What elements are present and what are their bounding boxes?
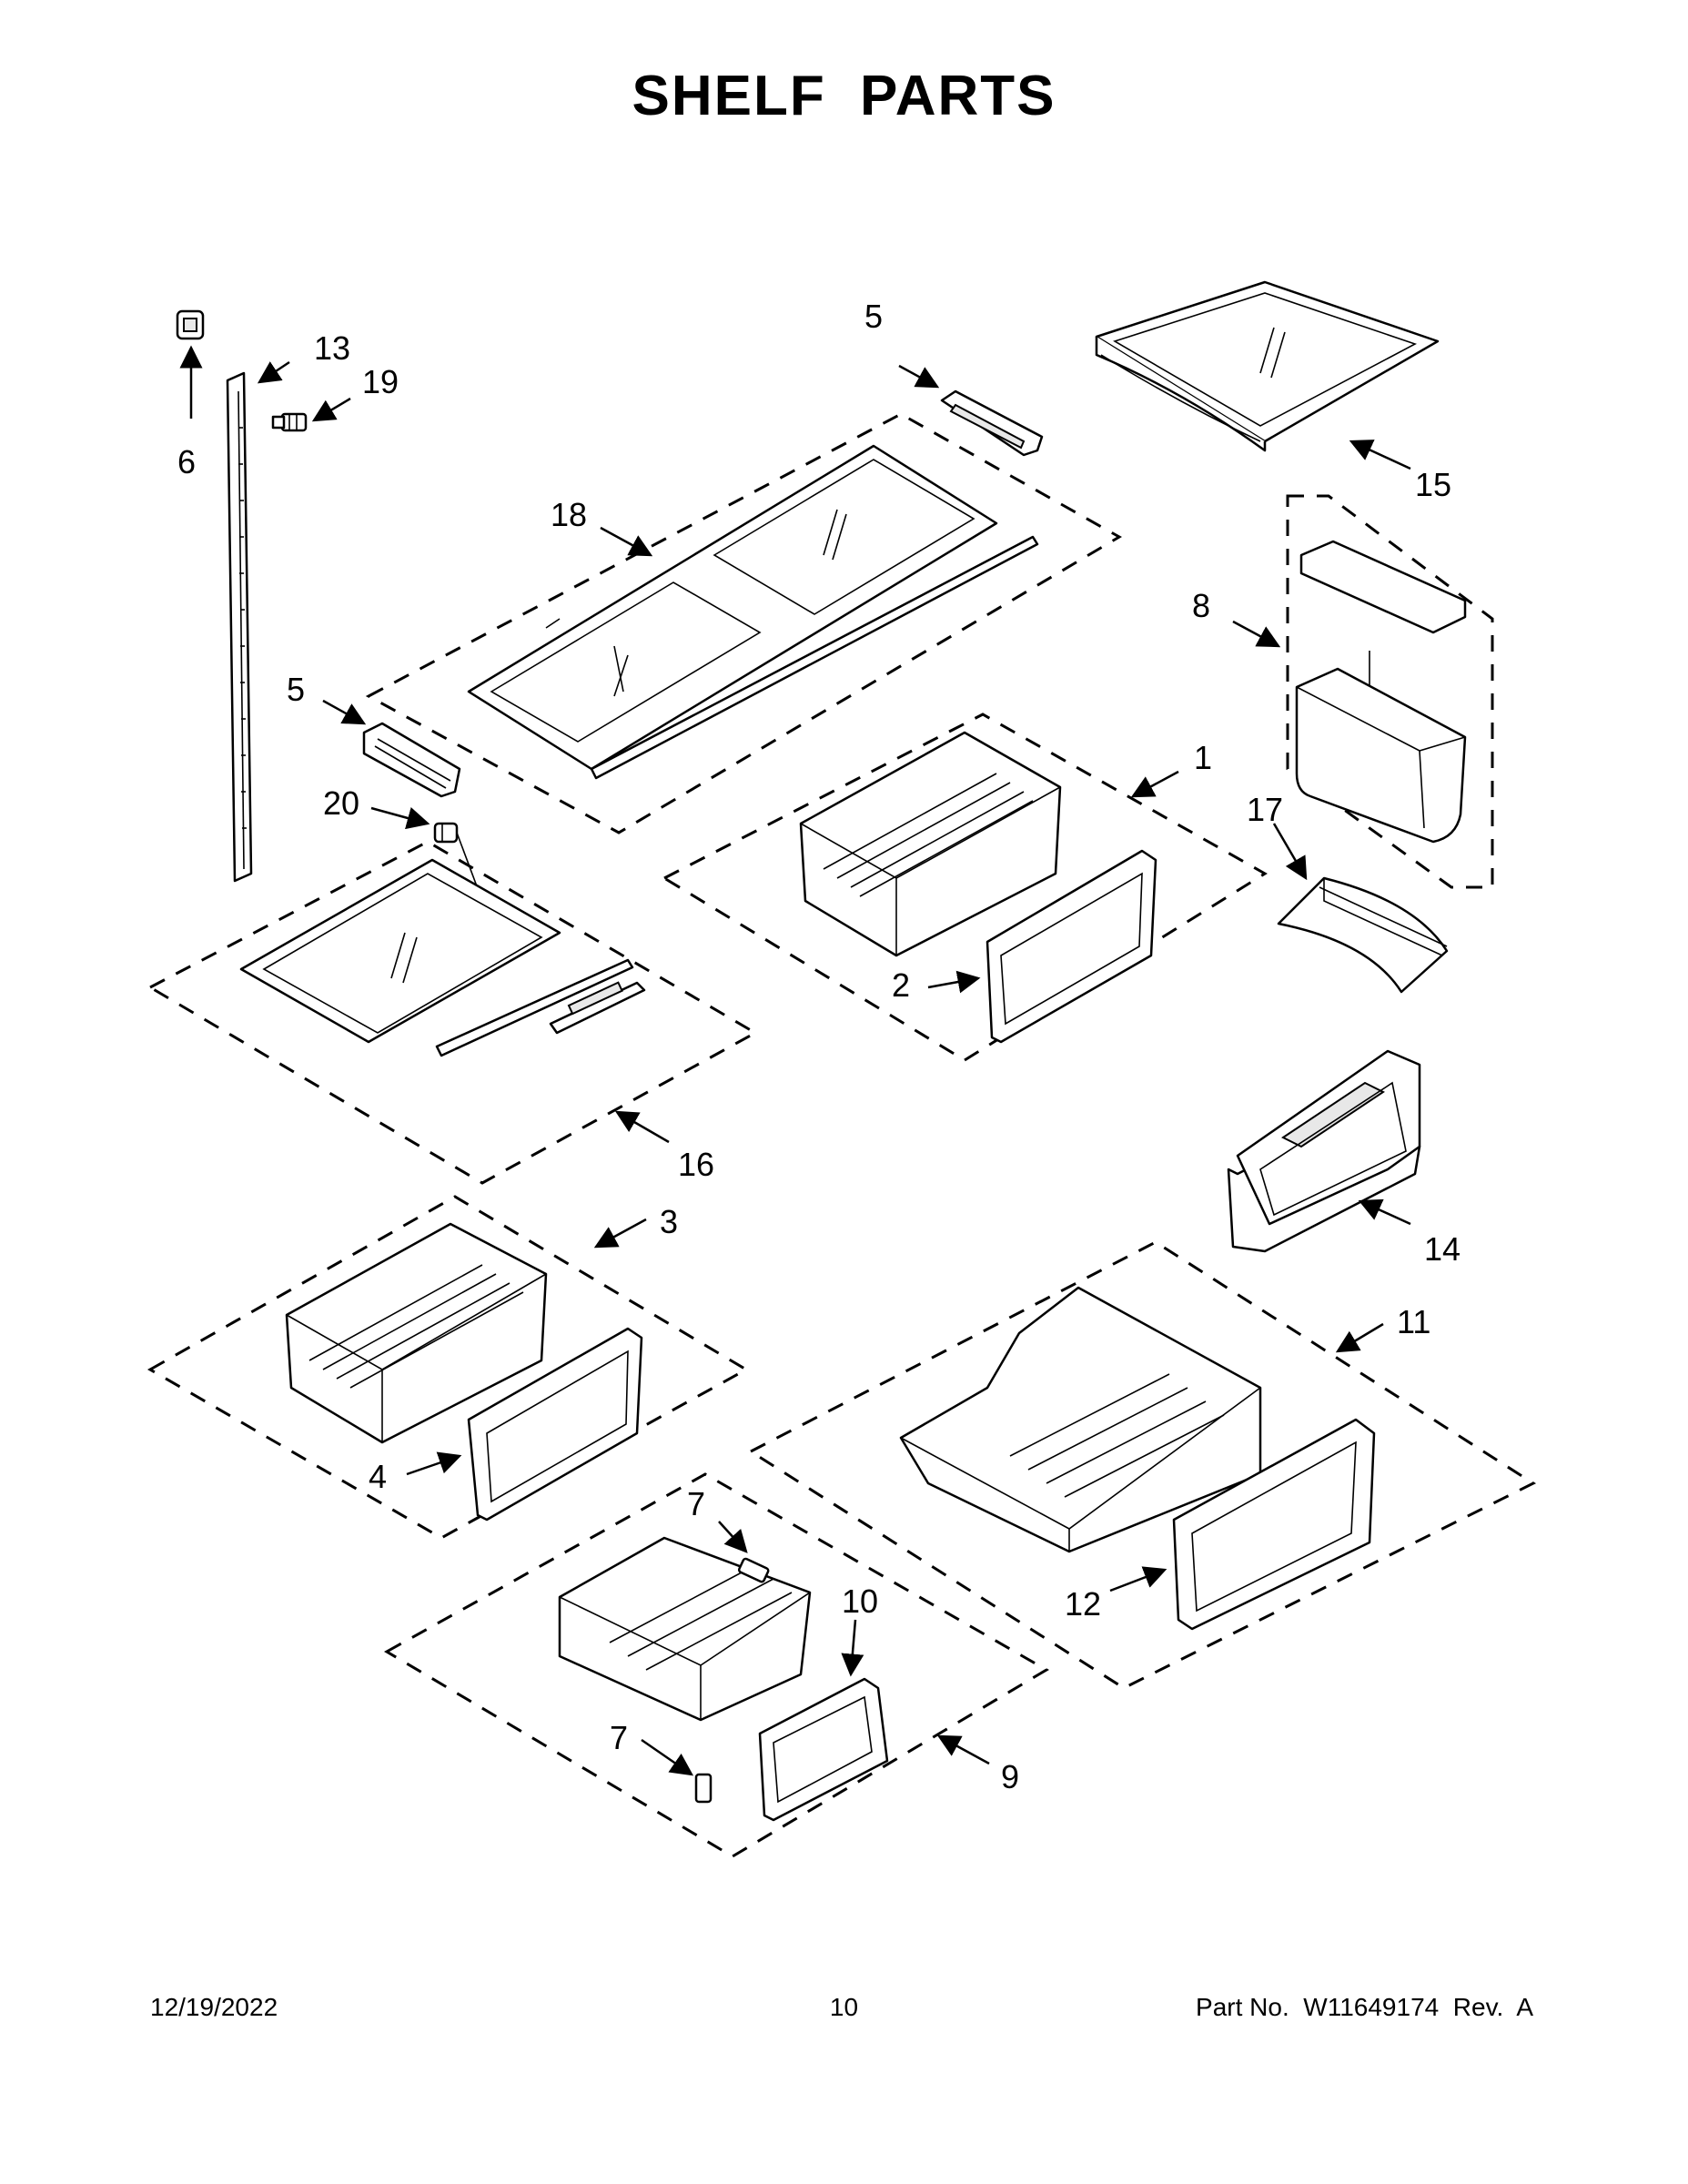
callout-7-upper: 7 xyxy=(687,1485,705,1522)
drawer-3-outline xyxy=(147,1195,750,1540)
drawer-front-part-2 xyxy=(986,849,1157,1044)
revision-value: A xyxy=(1516,1993,1533,2021)
callout-19: 19 xyxy=(362,363,399,400)
callout-10: 10 xyxy=(842,1582,878,1620)
drawer-front-part-4 xyxy=(467,1327,643,1522)
door-bin-part-14 xyxy=(1227,1049,1421,1253)
callout-17: 17 xyxy=(1247,791,1283,828)
bin-part-8 xyxy=(1295,540,1467,844)
page-title: SHELF PARTS xyxy=(632,65,1056,127)
callout-13: 13 xyxy=(314,329,350,367)
callout-11: 11 xyxy=(1397,1303,1430,1340)
shelf-bracket-part-5-lower xyxy=(362,722,461,798)
callout-1: 1 xyxy=(1194,739,1212,776)
shelf-bracket-part-5-upper xyxy=(940,389,1044,457)
revision-label: Rev. xyxy=(1452,1993,1504,2021)
callout-18: 18 xyxy=(551,496,587,533)
callout-5-lower: 5 xyxy=(287,671,305,708)
shelf-16-outline xyxy=(147,840,759,1185)
bin-8-outline xyxy=(1286,494,1494,889)
callout-14: 14 xyxy=(1424,1230,1461,1268)
callout-8: 8 xyxy=(1192,587,1210,624)
drawer-part-3 xyxy=(285,1222,548,1444)
drawer-part-9 xyxy=(558,1536,812,1722)
callout-2: 2 xyxy=(892,966,910,1004)
part-number-value: W11649174 xyxy=(1303,1993,1440,2021)
footer-page-number: 10 xyxy=(829,1993,859,2021)
drawer-9-outline xyxy=(383,1472,1049,1858)
shelf-part-16 xyxy=(239,858,646,1057)
callout-6: 6 xyxy=(177,443,196,480)
callout-5-upper: 5 xyxy=(864,298,883,335)
cap-part-6 xyxy=(176,309,205,340)
shelf-part-15 xyxy=(1095,280,1440,452)
rail-part xyxy=(226,371,253,883)
callout-15: 15 xyxy=(1415,466,1451,503)
callout-labels: 13 19 6 5 15 18 8 5 1 20 17 2 16 3 14 11… xyxy=(177,298,1461,1795)
crisper-part-11 xyxy=(899,1286,1262,1553)
shelf-part-18 xyxy=(467,444,1039,780)
cover-part-17 xyxy=(1277,876,1449,994)
crisper-front-part-12 xyxy=(1172,1418,1376,1631)
drawer-1-outline xyxy=(661,713,1268,1062)
footer-part-number: Part No. W11649174 Rev. A xyxy=(1196,1993,1533,2022)
callout-arrows xyxy=(179,345,1411,1776)
part-number-label: Part No. xyxy=(1196,1993,1289,2021)
screw-part-19 xyxy=(271,412,308,432)
callout-20: 20 xyxy=(323,784,359,822)
callout-7-lower: 7 xyxy=(610,1719,628,1756)
footer-date: 12/19/2022 xyxy=(150,1993,278,2021)
shelf-18-outline xyxy=(365,412,1123,834)
callout-9: 9 xyxy=(1001,1758,1019,1795)
callout-16: 16 xyxy=(678,1146,714,1183)
callout-4: 4 xyxy=(369,1458,387,1495)
screw-part-7-lower xyxy=(694,1773,713,1804)
drawer-part-1 xyxy=(799,731,1062,957)
screw-part-20 xyxy=(433,822,483,902)
callout-3: 3 xyxy=(660,1203,678,1240)
screw-part-7-upper xyxy=(737,1557,770,1583)
crisper-11-outline xyxy=(747,1240,1537,1690)
drawer-front-part-10 xyxy=(758,1677,889,1822)
callout-12: 12 xyxy=(1065,1585,1101,1623)
